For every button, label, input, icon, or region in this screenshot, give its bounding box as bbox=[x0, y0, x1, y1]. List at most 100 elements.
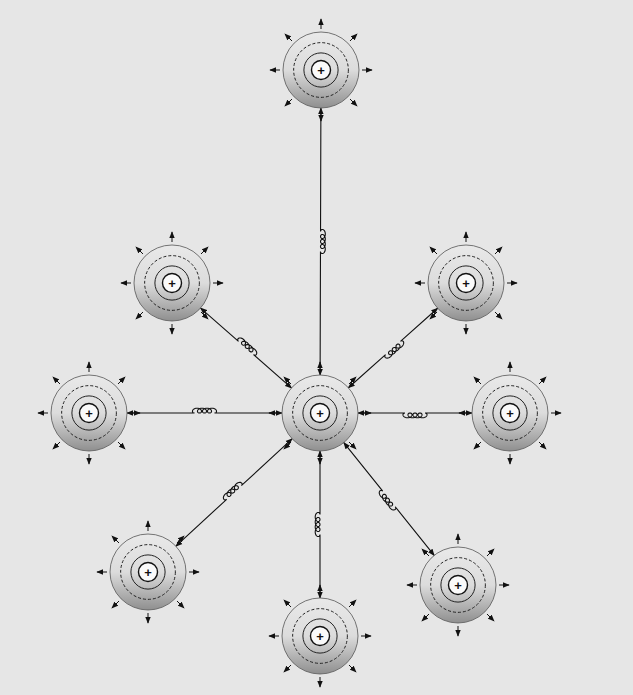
spring-bond bbox=[320, 108, 325, 375]
electron-shell bbox=[493, 396, 527, 430]
electron-shell bbox=[449, 266, 483, 300]
atom: + bbox=[470, 373, 550, 453]
nucleus-sign: + bbox=[85, 407, 93, 420]
repulsion-arrow bbox=[284, 377, 291, 384]
nucleus bbox=[456, 273, 475, 292]
repulsion-arrow bbox=[361, 413, 371, 414]
repulsion-arrow bbox=[349, 665, 356, 672]
repulsion-arrow bbox=[507, 283, 517, 284]
repulsion-arrow bbox=[495, 312, 502, 319]
electron-cloud bbox=[282, 598, 358, 674]
repulsion-arrow bbox=[459, 413, 469, 414]
atom: + bbox=[426, 243, 506, 323]
electron-shell bbox=[483, 386, 538, 441]
nucleus-sign: + bbox=[316, 407, 324, 420]
repulsion-arrow bbox=[148, 521, 149, 531]
repulsion-arrow bbox=[407, 585, 417, 586]
atom: + bbox=[280, 596, 360, 676]
repulsion-arrow bbox=[430, 247, 437, 254]
repulsion-arrow bbox=[361, 636, 371, 637]
electron-shell bbox=[72, 396, 106, 430]
repulsion-arrow bbox=[350, 99, 357, 106]
repulsion-arrow bbox=[269, 636, 279, 637]
repulsion-arrow bbox=[320, 454, 321, 464]
nucleus-sign: + bbox=[454, 579, 462, 592]
electron-cloud bbox=[51, 375, 127, 451]
spring-bond bbox=[344, 443, 434, 556]
repulsion-arrow bbox=[422, 614, 429, 621]
repulsion-arrow bbox=[89, 454, 90, 464]
repulsion-arrow bbox=[97, 572, 107, 573]
repulsion-arrow bbox=[458, 626, 459, 636]
electron-shell bbox=[131, 555, 165, 589]
electron-shell bbox=[155, 266, 189, 300]
electron-shell bbox=[439, 256, 494, 311]
nucleus bbox=[138, 562, 157, 581]
repulsion-arrow bbox=[118, 442, 125, 449]
repulsion-arrow bbox=[89, 362, 90, 372]
nucleus bbox=[311, 60, 330, 79]
repulsion-arrow bbox=[136, 312, 143, 319]
electron-shell bbox=[303, 619, 337, 653]
repulsion-arrow bbox=[284, 442, 291, 449]
spring-bond bbox=[348, 308, 437, 387]
repulsion-arrow bbox=[121, 283, 131, 284]
repulsion-arrow bbox=[201, 312, 208, 319]
nucleus-sign: + bbox=[506, 407, 514, 420]
repulsion-arrow bbox=[415, 283, 425, 284]
repulsion-arrow bbox=[112, 536, 119, 543]
repulsion-arrow bbox=[213, 283, 223, 284]
atom: + bbox=[49, 373, 129, 453]
spring-bond bbox=[127, 408, 282, 413]
repulsion-arrow bbox=[320, 362, 321, 372]
repulsion-arrow bbox=[177, 536, 184, 543]
repulsion-arrow bbox=[201, 247, 208, 254]
repulsion-arrow bbox=[177, 601, 184, 608]
repulsion-arrow bbox=[285, 34, 292, 41]
repulsion-arrow bbox=[53, 442, 60, 449]
repulsion-arrow bbox=[458, 534, 459, 544]
repulsion-arrow bbox=[349, 377, 356, 384]
repulsion-arrow bbox=[172, 324, 173, 334]
nucleus bbox=[448, 575, 467, 594]
electron-shell bbox=[62, 386, 117, 441]
repulsion-arrow bbox=[53, 377, 60, 384]
electron-shell bbox=[121, 545, 176, 600]
nucleus bbox=[310, 626, 329, 645]
repulsion-arrow bbox=[499, 585, 509, 586]
repulsion-arrow bbox=[350, 34, 357, 41]
repulsion-arrow bbox=[270, 70, 280, 71]
repulsion-arrow bbox=[130, 413, 140, 414]
repulsion-arrow bbox=[487, 614, 494, 621]
repulsion-arrow bbox=[349, 600, 356, 607]
atom: + bbox=[108, 532, 188, 612]
repulsion-arrow bbox=[349, 442, 356, 449]
repulsion-arrow bbox=[539, 377, 546, 384]
nucleus-sign: + bbox=[316, 630, 324, 643]
electron-shell bbox=[303, 396, 337, 430]
repulsion-arrow bbox=[539, 442, 546, 449]
electron-cloud bbox=[110, 534, 186, 610]
nucleus-sign: + bbox=[317, 64, 325, 77]
nucleus-sign: + bbox=[462, 277, 470, 290]
repulsion-arrow bbox=[466, 232, 467, 242]
repulsion-arrow bbox=[284, 600, 291, 607]
repulsion-arrow bbox=[551, 413, 561, 414]
repulsion-arrow bbox=[466, 324, 467, 334]
repulsion-arrow bbox=[320, 585, 321, 595]
nucleus bbox=[162, 273, 181, 292]
repulsion-arrow bbox=[510, 362, 511, 372]
electron-shell bbox=[293, 609, 348, 664]
repulsion-arrow bbox=[474, 442, 481, 449]
electron-cloud bbox=[282, 375, 358, 451]
repulsion-arrow bbox=[321, 19, 322, 29]
repulsion-arrow bbox=[284, 665, 291, 672]
atom: + bbox=[281, 30, 361, 110]
spring-bond bbox=[201, 308, 292, 388]
electron-shell bbox=[145, 256, 200, 311]
repulsion-arrow bbox=[172, 232, 173, 242]
repulsion-arrow bbox=[422, 549, 429, 556]
nucleus-sign: + bbox=[168, 277, 176, 290]
electron-cloud bbox=[283, 32, 359, 108]
electron-shell bbox=[441, 568, 475, 602]
